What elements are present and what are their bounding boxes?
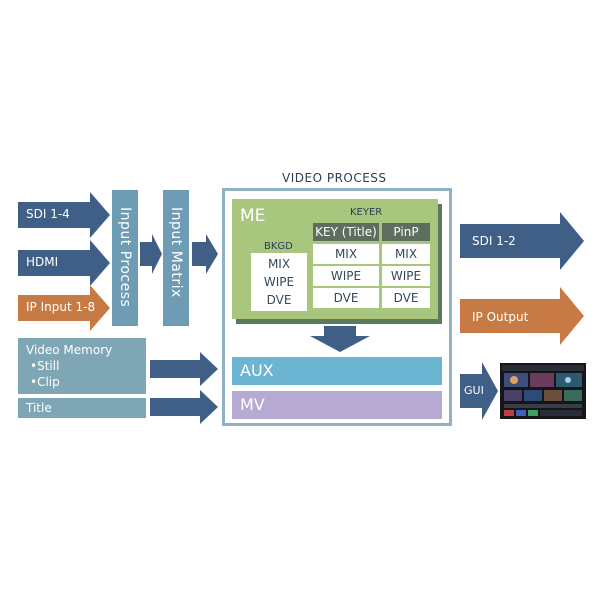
pinp-label: PinP (393, 225, 419, 239)
ip-output-arrow (460, 287, 584, 345)
me-to-aux-arrow (310, 326, 370, 352)
pinp-wipe-cell: WIPE (382, 266, 430, 286)
key-title-label: KEY (Title) (315, 225, 377, 239)
mv-bar (232, 391, 442, 419)
hdmi-input-arrow (18, 240, 110, 286)
title-label: Title (26, 401, 52, 415)
input-process-column (112, 190, 138, 326)
bkgd-dve: DVE (266, 293, 292, 307)
title-arrow (150, 390, 218, 424)
ip-input-label: IP Input 1-8 (26, 300, 96, 314)
title-box (18, 398, 146, 418)
pinp-dve: DVE (393, 291, 419, 305)
sdi-output-arrow (460, 212, 584, 270)
bkgd-wipe: WIPE (263, 275, 295, 289)
process-to-matrix-arrow (140, 234, 162, 274)
pinp-mix: MIX (394, 247, 418, 261)
input-process-label: Input Process (117, 207, 133, 308)
still-label: •Still (30, 359, 60, 373)
bkgd-label: BKGD (264, 241, 293, 252)
matrix-to-vp-arrow (192, 234, 218, 274)
key-mix-cell: MIX (313, 244, 379, 264)
key-mix: MIX (334, 247, 358, 261)
gui-arrow (460, 362, 498, 420)
input-matrix-label: Input Matrix (168, 207, 184, 298)
keyer-label: KEYER (350, 207, 383, 218)
me-label: ME (240, 206, 266, 226)
clip-label: •Clip (30, 375, 60, 389)
input-matrix-column (163, 190, 189, 326)
pinp-dve-cell: DVE (382, 288, 430, 308)
sdi-output-label: SDI 1-2 (472, 234, 516, 248)
pinp-mix-cell: MIX (382, 244, 430, 264)
pinp-header: PinP (382, 223, 430, 241)
bkgd-mix: MIX (267, 257, 291, 271)
sdi-input-arrow (18, 192, 110, 238)
video-memory-label: Video Memory (26, 343, 113, 357)
video-memory-box (18, 338, 146, 394)
aux-bar (232, 357, 442, 385)
key-wipe-cell: WIPE (313, 266, 379, 286)
key-dve-cell: DVE (313, 288, 379, 308)
mv-label: MV (240, 395, 265, 414)
aux-label: AUX (240, 361, 274, 380)
key-wipe: WIPE (330, 269, 362, 283)
hdmi-input-label: HDMI (26, 255, 59, 269)
bkgd-list: MIX WIPE DVE (251, 253, 307, 311)
ip-input-arrow (18, 285, 110, 331)
ip-output-label: IP Output (472, 310, 529, 324)
key-title-header: KEY (Title) (313, 223, 379, 241)
pinp-wipe: WIPE (390, 269, 422, 283)
key-dve: DVE (333, 291, 359, 305)
gui-label: GUI (464, 384, 484, 397)
sdi-input-label: SDI 1-4 (26, 207, 70, 221)
video-memory-arrow (150, 352, 218, 386)
video-process-title: VIDEO PROCESS (282, 171, 387, 185)
gui-screenshot (500, 363, 586, 419)
